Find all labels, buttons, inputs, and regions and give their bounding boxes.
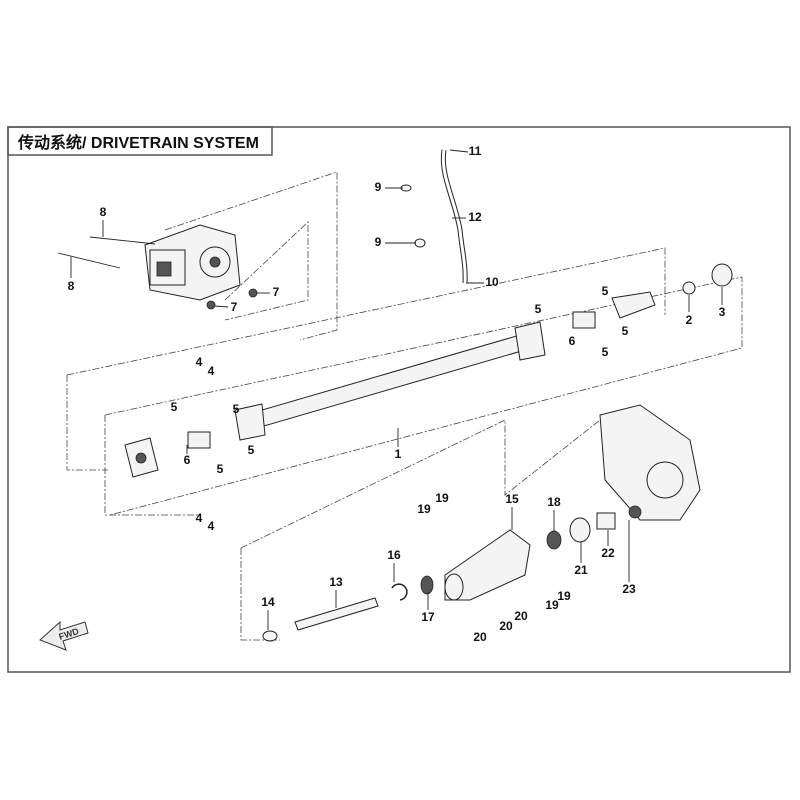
- callout-3: 3: [719, 305, 726, 319]
- callout-5: 5: [248, 443, 255, 457]
- output-shaft: [262, 512, 616, 642]
- callout-2: 2: [686, 313, 693, 327]
- callout-5: 5: [602, 284, 609, 298]
- callout-9: 9: [375, 180, 382, 194]
- callout-19: 19: [435, 491, 449, 505]
- title-box: 传动系统/ DRIVETRAIN SYSTEM: [7, 126, 273, 156]
- callout-7: 7: [231, 300, 238, 314]
- transmission: [599, 404, 701, 521]
- callout-4: 4: [196, 511, 203, 525]
- callout-10: 10: [485, 275, 499, 289]
- callout-17: 17: [421, 610, 435, 624]
- callout-7: 7: [273, 285, 280, 299]
- callout-19: 19: [557, 589, 571, 603]
- callout-5: 5: [171, 400, 178, 414]
- rear-housing: [444, 529, 531, 601]
- callout-12: 12: [468, 210, 482, 224]
- callout-1: 1: [395, 447, 402, 461]
- callout-20: 20: [514, 609, 528, 623]
- callout-11: 11: [469, 144, 482, 158]
- callout-13: 13: [329, 575, 343, 589]
- diagram-frame: [7, 126, 791, 673]
- callouts: 11 9 12 9 10 8 8 7 7 2 3 5 5 5 5 6 4 4 5…: [68, 144, 726, 644]
- callout-5: 5: [602, 345, 609, 359]
- leader-lines: [70, 149, 723, 630]
- callout-22: 22: [601, 546, 615, 560]
- callout-20: 20: [473, 630, 487, 644]
- callout-9: 9: [375, 235, 382, 249]
- callout-14: 14: [261, 595, 275, 609]
- callout-5: 5: [233, 402, 240, 416]
- callout-16: 16: [387, 548, 401, 562]
- callout-19: 19: [417, 502, 431, 516]
- callout-18: 18: [547, 495, 561, 509]
- propeller-shaft: [234, 321, 546, 441]
- callout-5: 5: [535, 302, 542, 316]
- callout-8: 8: [100, 205, 107, 219]
- callout-20: 20: [499, 619, 513, 633]
- callout-4: 4: [208, 519, 215, 533]
- breather-hose: [400, 149, 468, 284]
- callout-23: 23: [622, 582, 636, 596]
- callout-6: 6: [569, 334, 576, 348]
- universal-joint-rear: [572, 263, 733, 329]
- callout-8: 8: [68, 279, 75, 293]
- callout-6: 6: [184, 453, 191, 467]
- group-outlines: [66, 171, 743, 641]
- callout-4: 4: [208, 364, 215, 378]
- callout-5: 5: [622, 324, 629, 338]
- callout-4: 4: [196, 355, 203, 369]
- bolts-8: [57, 236, 156, 269]
- nut-7: [206, 300, 216, 310]
- callout-15: 15: [505, 492, 519, 506]
- nut-7: [248, 288, 258, 298]
- callout-19: 19: [545, 598, 559, 612]
- page-title: 传动系统/ DRIVETRAIN SYSTEM: [17, 133, 259, 152]
- universal-joint-front: [124, 431, 211, 478]
- fwd-arrow-icon: FWD: [39, 620, 89, 651]
- front-differential: [144, 224, 241, 301]
- callout-5: 5: [217, 462, 224, 476]
- callout-21: 21: [574, 563, 588, 577]
